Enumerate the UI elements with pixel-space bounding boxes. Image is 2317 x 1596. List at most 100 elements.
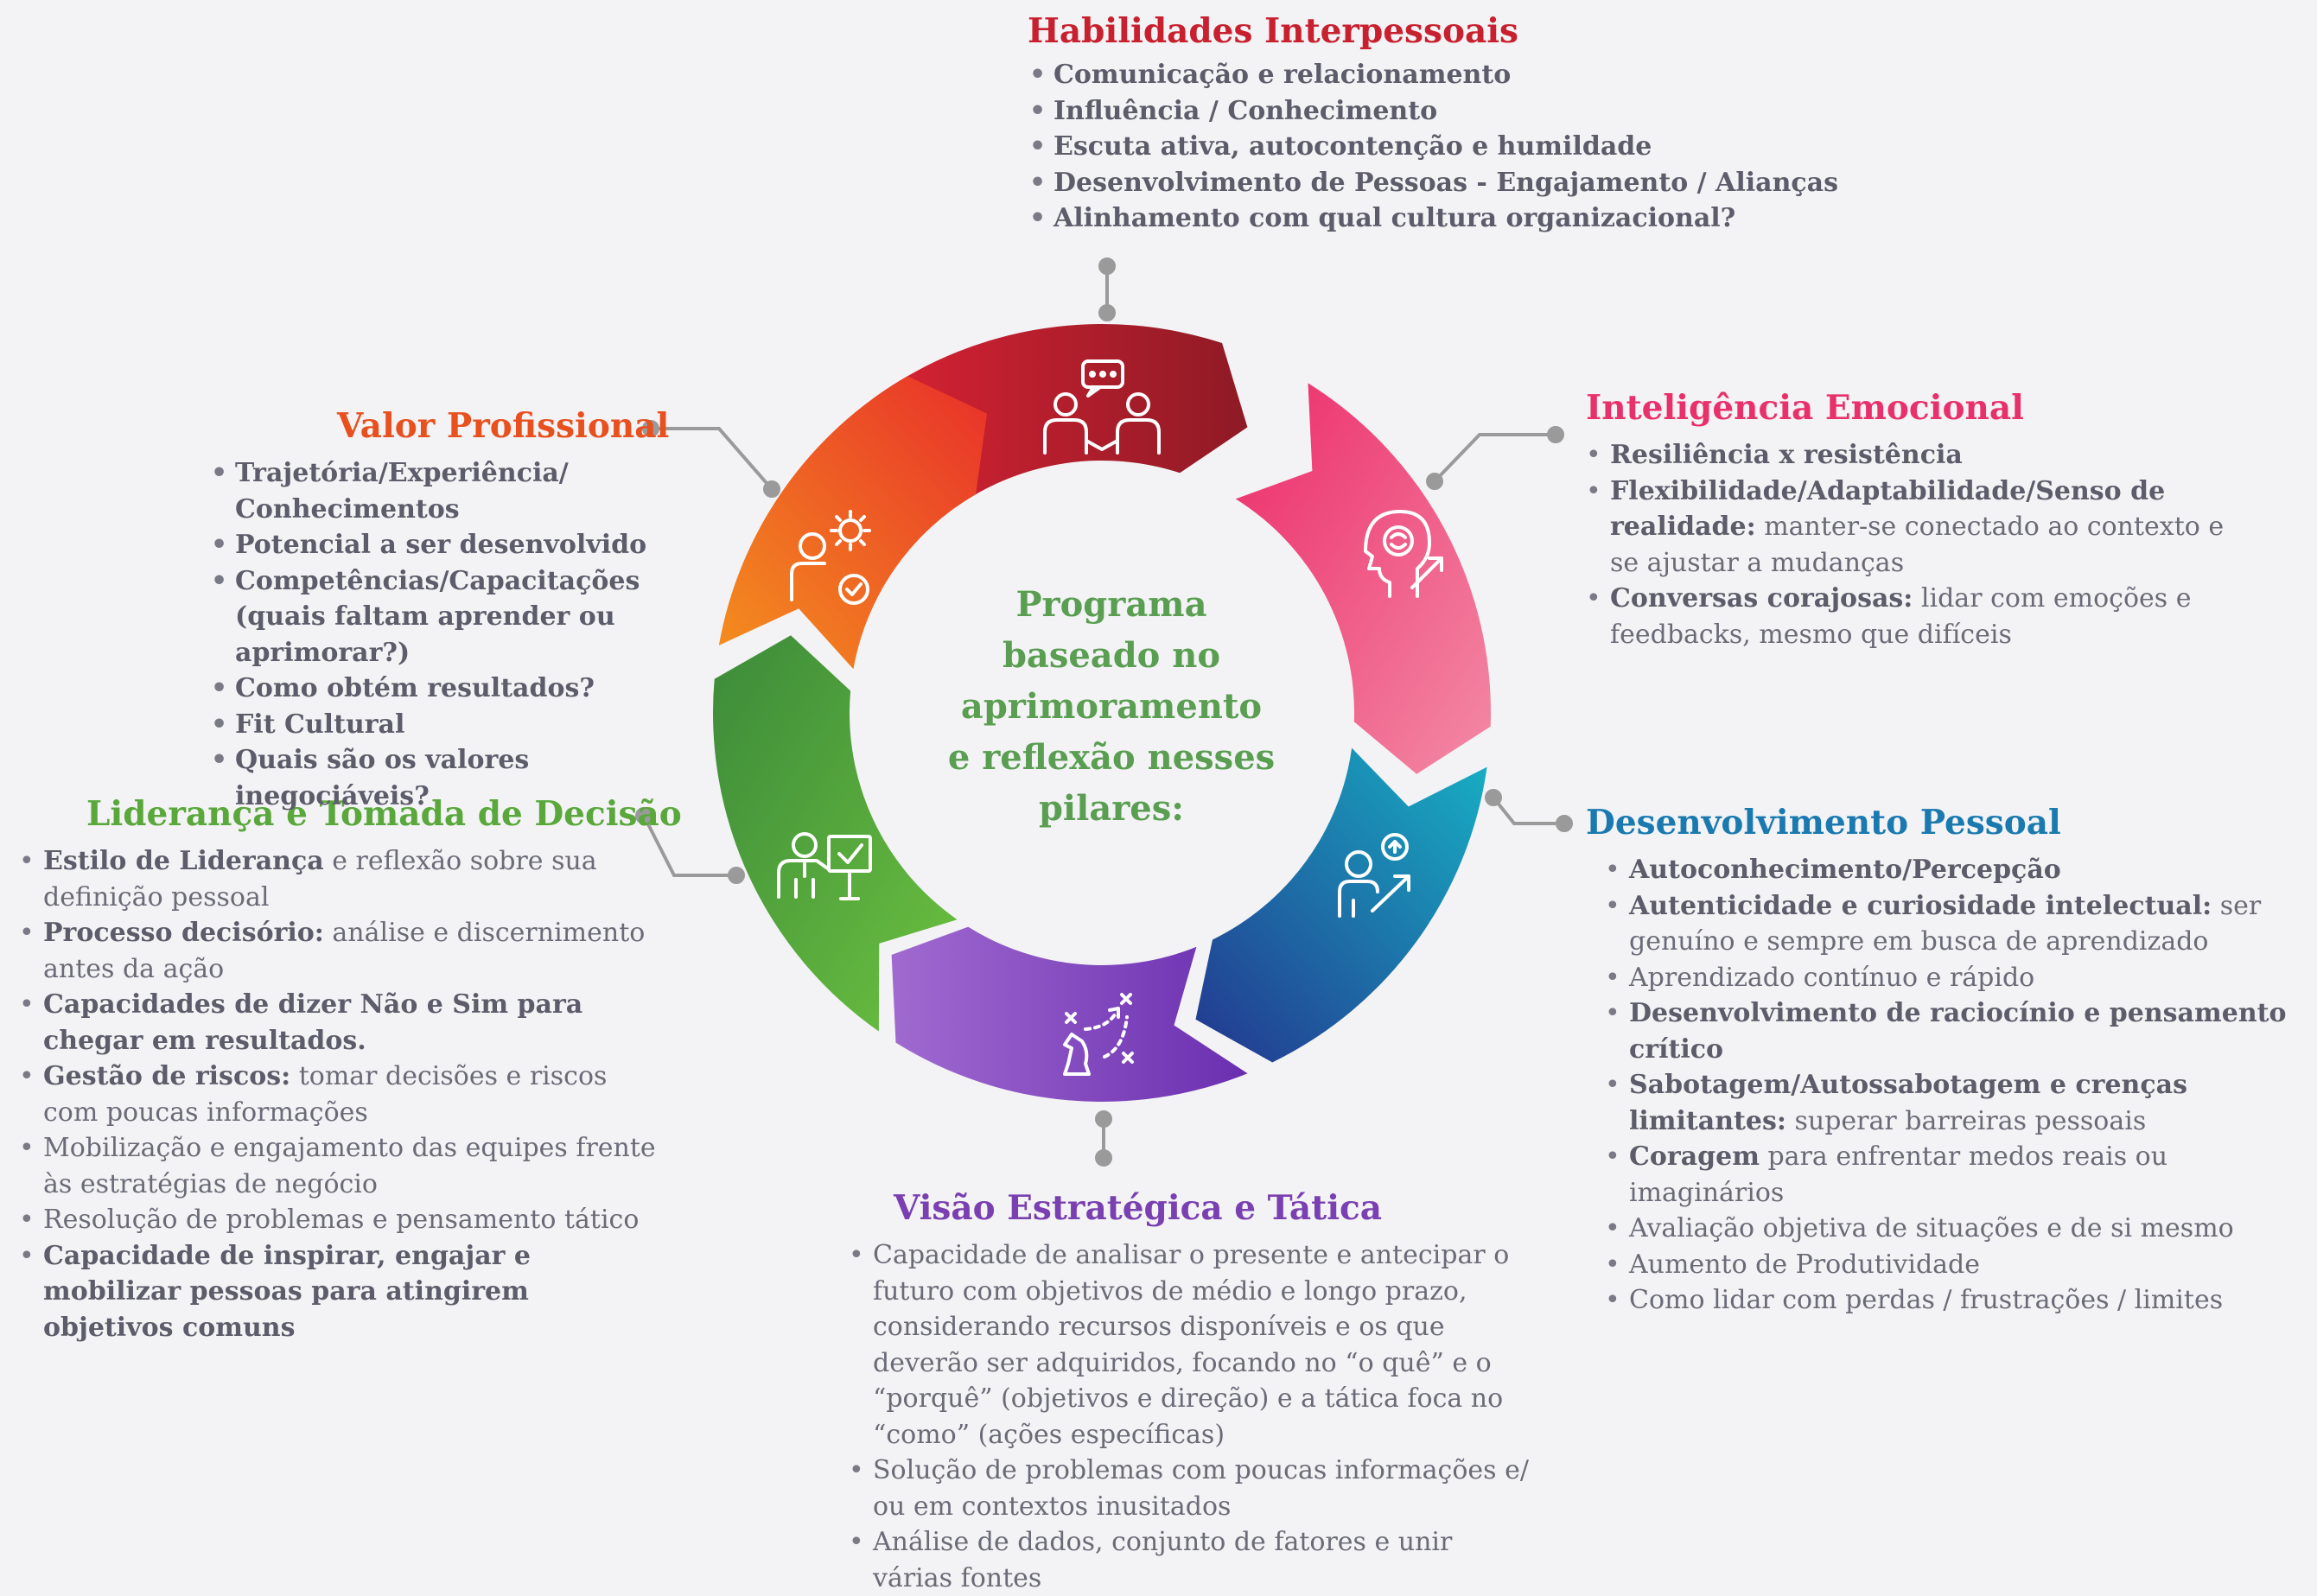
list-item-text: Resolução de problemas e pensamento táti… — [43, 1205, 640, 1235]
list-item-text: Aprendizado contínuo e rápido — [1629, 962, 2035, 993]
list-item: Influência / Conhecimento — [1028, 93, 1838, 130]
list-item-bold: Trajetória/Experiência/ Conhecimentos — [235, 458, 569, 525]
list-item: Aprendizado contínuo e rápido — [1603, 960, 2317, 996]
pillar-list: Capacidade de analisar o presente e ante… — [847, 1237, 1530, 1596]
list-item: Como obtém resultados? — [209, 671, 693, 707]
list-item: Escuta ativa, autocontenção e humildade — [1028, 129, 1838, 165]
list-item-bold: Fit Cultural — [235, 709, 405, 740]
list-item: Conversas corajosas: lidar com emoções e… — [1584, 581, 2260, 652]
list-item: Análise de dados, conjunto de fatores e … — [847, 1524, 1530, 1596]
list-item: Gestão de riscos: tomar decisões e risco… — [17, 1059, 661, 1130]
pillar-list: Comunicação e relacionamentoInfluência /… — [1028, 57, 1838, 237]
list-item: Quais são os valores inegociáveis? — [209, 742, 693, 814]
list-item-bold: Processo decisório: — [43, 918, 324, 948]
list-item-text: Solução de problemas com poucas informaç… — [873, 1455, 1529, 1522]
connector-emotional — [1433, 433, 1556, 483]
list-item-bold: Como obtém resultados? — [235, 673, 595, 703]
list-item-text: Avaliação objetiva de situações e de si … — [1629, 1213, 2234, 1243]
list-item-bold: Comunicação e relacionamento — [1053, 60, 1512, 90]
strategy-chess-icon — [1063, 993, 1134, 1076]
list-item: Desenvolvimento de Pessoas - Engajamento… — [1028, 165, 1838, 201]
segment-leadership — [713, 635, 958, 1032]
pillar-list: Trajetória/Experiência/ ConhecimentosPot… — [209, 455, 693, 814]
list-item: Flexibilidade/Adaptabilidade/Senso de re… — [1584, 474, 2260, 582]
list-item: Fit Cultural — [209, 707, 693, 743]
list-item: Competências/Capacitações (quais faltam … — [209, 563, 693, 671]
segment-value — [718, 376, 988, 670]
pillar-title: Desenvolvimento Pessoal — [1586, 803, 2061, 843]
list-item: Avaliação objetiva de situações e de si … — [1603, 1211, 2317, 1247]
pillar-strategic: Visão Estratégica e Tática Capacidade de… — [847, 1186, 1530, 1596]
list-item-bold: Alinhamento com qual cultura organizacio… — [1053, 203, 1736, 233]
list-item-bold: Potencial a ser desenvolvido — [235, 530, 647, 560]
list-item: Estilo de Liderança e reflexão sobre sua… — [17, 843, 661, 915]
list-item-text: superar barreiras pessoais — [1785, 1105, 2147, 1136]
list-item: Potencial a ser desenvolvido — [209, 527, 693, 563]
list-item-text: Aumento de Produtividade — [1629, 1249, 1981, 1280]
list-item-bold: Flexibilidade/Adaptabilidade/Senso de re… — [1610, 475, 2166, 543]
list-item-bold: Escuta ativa, autocontenção e humildade — [1053, 131, 1652, 162]
connector-personal — [1492, 796, 1564, 825]
list-item-text: análise e discernimento antes da ação — [43, 918, 646, 984]
list-item-bold: Capacidades de dizer Não e Sim para cheg… — [43, 989, 583, 1056]
list-item-bold: Autenticidade e curiosidade intelectual: — [1629, 890, 2212, 921]
list-item-text: e reflexão sobre sua definição pessoal — [43, 846, 597, 912]
list-item: Autenticidade e curiosidade intelectual:… — [1603, 888, 2317, 960]
list-item-bold: Desenvolvimento de raciocínio e pensamen… — [1629, 998, 2287, 1065]
pillar-list: Autoconhecimento/PercepçãoAutenticidade … — [1603, 852, 2317, 1319]
head-brain-icon — [1364, 510, 1443, 598]
list-item-text: Capacidade de analisar o presente e ante… — [873, 1240, 1510, 1450]
list-item: Resiliência x resistência — [1584, 437, 2260, 474]
pillar-personal: Desenvolvimento Pessoal Autoconhecimento… — [1586, 800, 2317, 1319]
list-item-bold: Competências/Capacitações (quais faltam … — [235, 565, 640, 668]
pillar-title: Inteligência Emocional — [1586, 388, 2024, 428]
list-item-bold: Desenvolvimento de Pessoas - Engajamento… — [1053, 167, 1838, 198]
pillar-list: Estilo de Liderança e reflexão sobre sua… — [17, 843, 661, 1345]
list-item-bold: Quais são os valores inegociáveis? — [235, 745, 530, 811]
list-item-bold: Capacidade de inspirar, engajar e mobili… — [43, 1240, 531, 1343]
connector-value — [651, 427, 773, 491]
list-item: Comunicação e relacionamento — [1028, 57, 1838, 93]
presenter-board-icon — [777, 832, 872, 900]
list-item: Desenvolvimento de raciocínio e pensamen… — [1603, 995, 2317, 1067]
list-item-bold: Coragem — [1629, 1141, 1760, 1172]
pillar-list: Resiliência x resistênciaFlexibilidade/A… — [1584, 437, 2260, 652]
pillar-leadership: Liderança e Tomada de Decisão Estilo de … — [17, 792, 682, 1345]
list-item-bold: Autoconhecimento/Percepção — [1629, 855, 2061, 885]
list-item-text: Como lidar com perdas / frustrações / li… — [1629, 1285, 2224, 1315]
list-item-bold: Influência / Conhecimento — [1053, 95, 1438, 126]
list-item-text: para enfrentar medos reais ou imaginário… — [1629, 1141, 2168, 1208]
person-gear-check-icon — [790, 510, 871, 605]
segment-personal — [1195, 747, 1487, 1063]
person-growth-icon — [1338, 833, 1410, 918]
list-item: Alinhamento com qual cultura organizacio… — [1028, 200, 1838, 237]
list-item: Mobilização e engajamento das equipes fr… — [17, 1130, 661, 1202]
list-item-text: ser genuíno e sempre em busca de aprendi… — [1629, 890, 2262, 957]
list-item: Solução de problemas com poucas informaç… — [847, 1453, 1530, 1524]
list-item: Capacidades de dizer Não e Sim para cheg… — [17, 987, 661, 1059]
pillar-emotional: Inteligência Emocional Resiliência x res… — [1586, 385, 2260, 652]
list-item-text: Análise de dados, conjunto de fatores e … — [873, 1527, 1453, 1593]
list-item-bold: Conversas corajosas: — [1610, 583, 1913, 614]
list-item-bold: Resiliência x resistência — [1610, 440, 1963, 470]
list-item: Capacidade de analisar o presente e ante… — [847, 1237, 1530, 1453]
list-item-text: tomar decisões e riscos com poucas infor… — [43, 1061, 608, 1128]
list-item: Resolução de problemas e pensamento táti… — [17, 1202, 661, 1238]
list-item-text: manter-se conectado ao contexto e se aju… — [1610, 512, 2225, 578]
center-statement: Programa baseado no aprimoramento e refl… — [947, 584, 1276, 829]
list-item-bold: Sabotagem/Autossabotagem e crenças limit… — [1629, 1070, 2187, 1136]
list-item: Trajetória/Experiência/ Conhecimentos — [209, 455, 693, 527]
pillar-title: Valor Profissional — [337, 406, 670, 446]
list-item: Sabotagem/Autossabotagem e crenças limit… — [1603, 1067, 2317, 1139]
segment-emotional — [1235, 383, 1491, 774]
pillar-value: Valor Profissional Trajetória/Experiênci… — [209, 404, 693, 814]
pillar-interpersonal: Habilidades Interpessoais Comunicação e … — [1028, 9, 1838, 237]
people-conversation-icon — [1043, 359, 1161, 455]
list-item: Capacidade de inspirar, engajar e mobili… — [17, 1238, 661, 1346]
list-item: Como lidar com perdas / frustrações / li… — [1603, 1282, 2317, 1319]
list-item: Processo decisório: análise e discernime… — [17, 915, 661, 987]
list-item-bold: Estilo de Liderança — [43, 846, 324, 876]
connector-leadership — [642, 815, 736, 877]
list-item: Coragem para enfrentar medos reais ou im… — [1603, 1139, 2317, 1211]
